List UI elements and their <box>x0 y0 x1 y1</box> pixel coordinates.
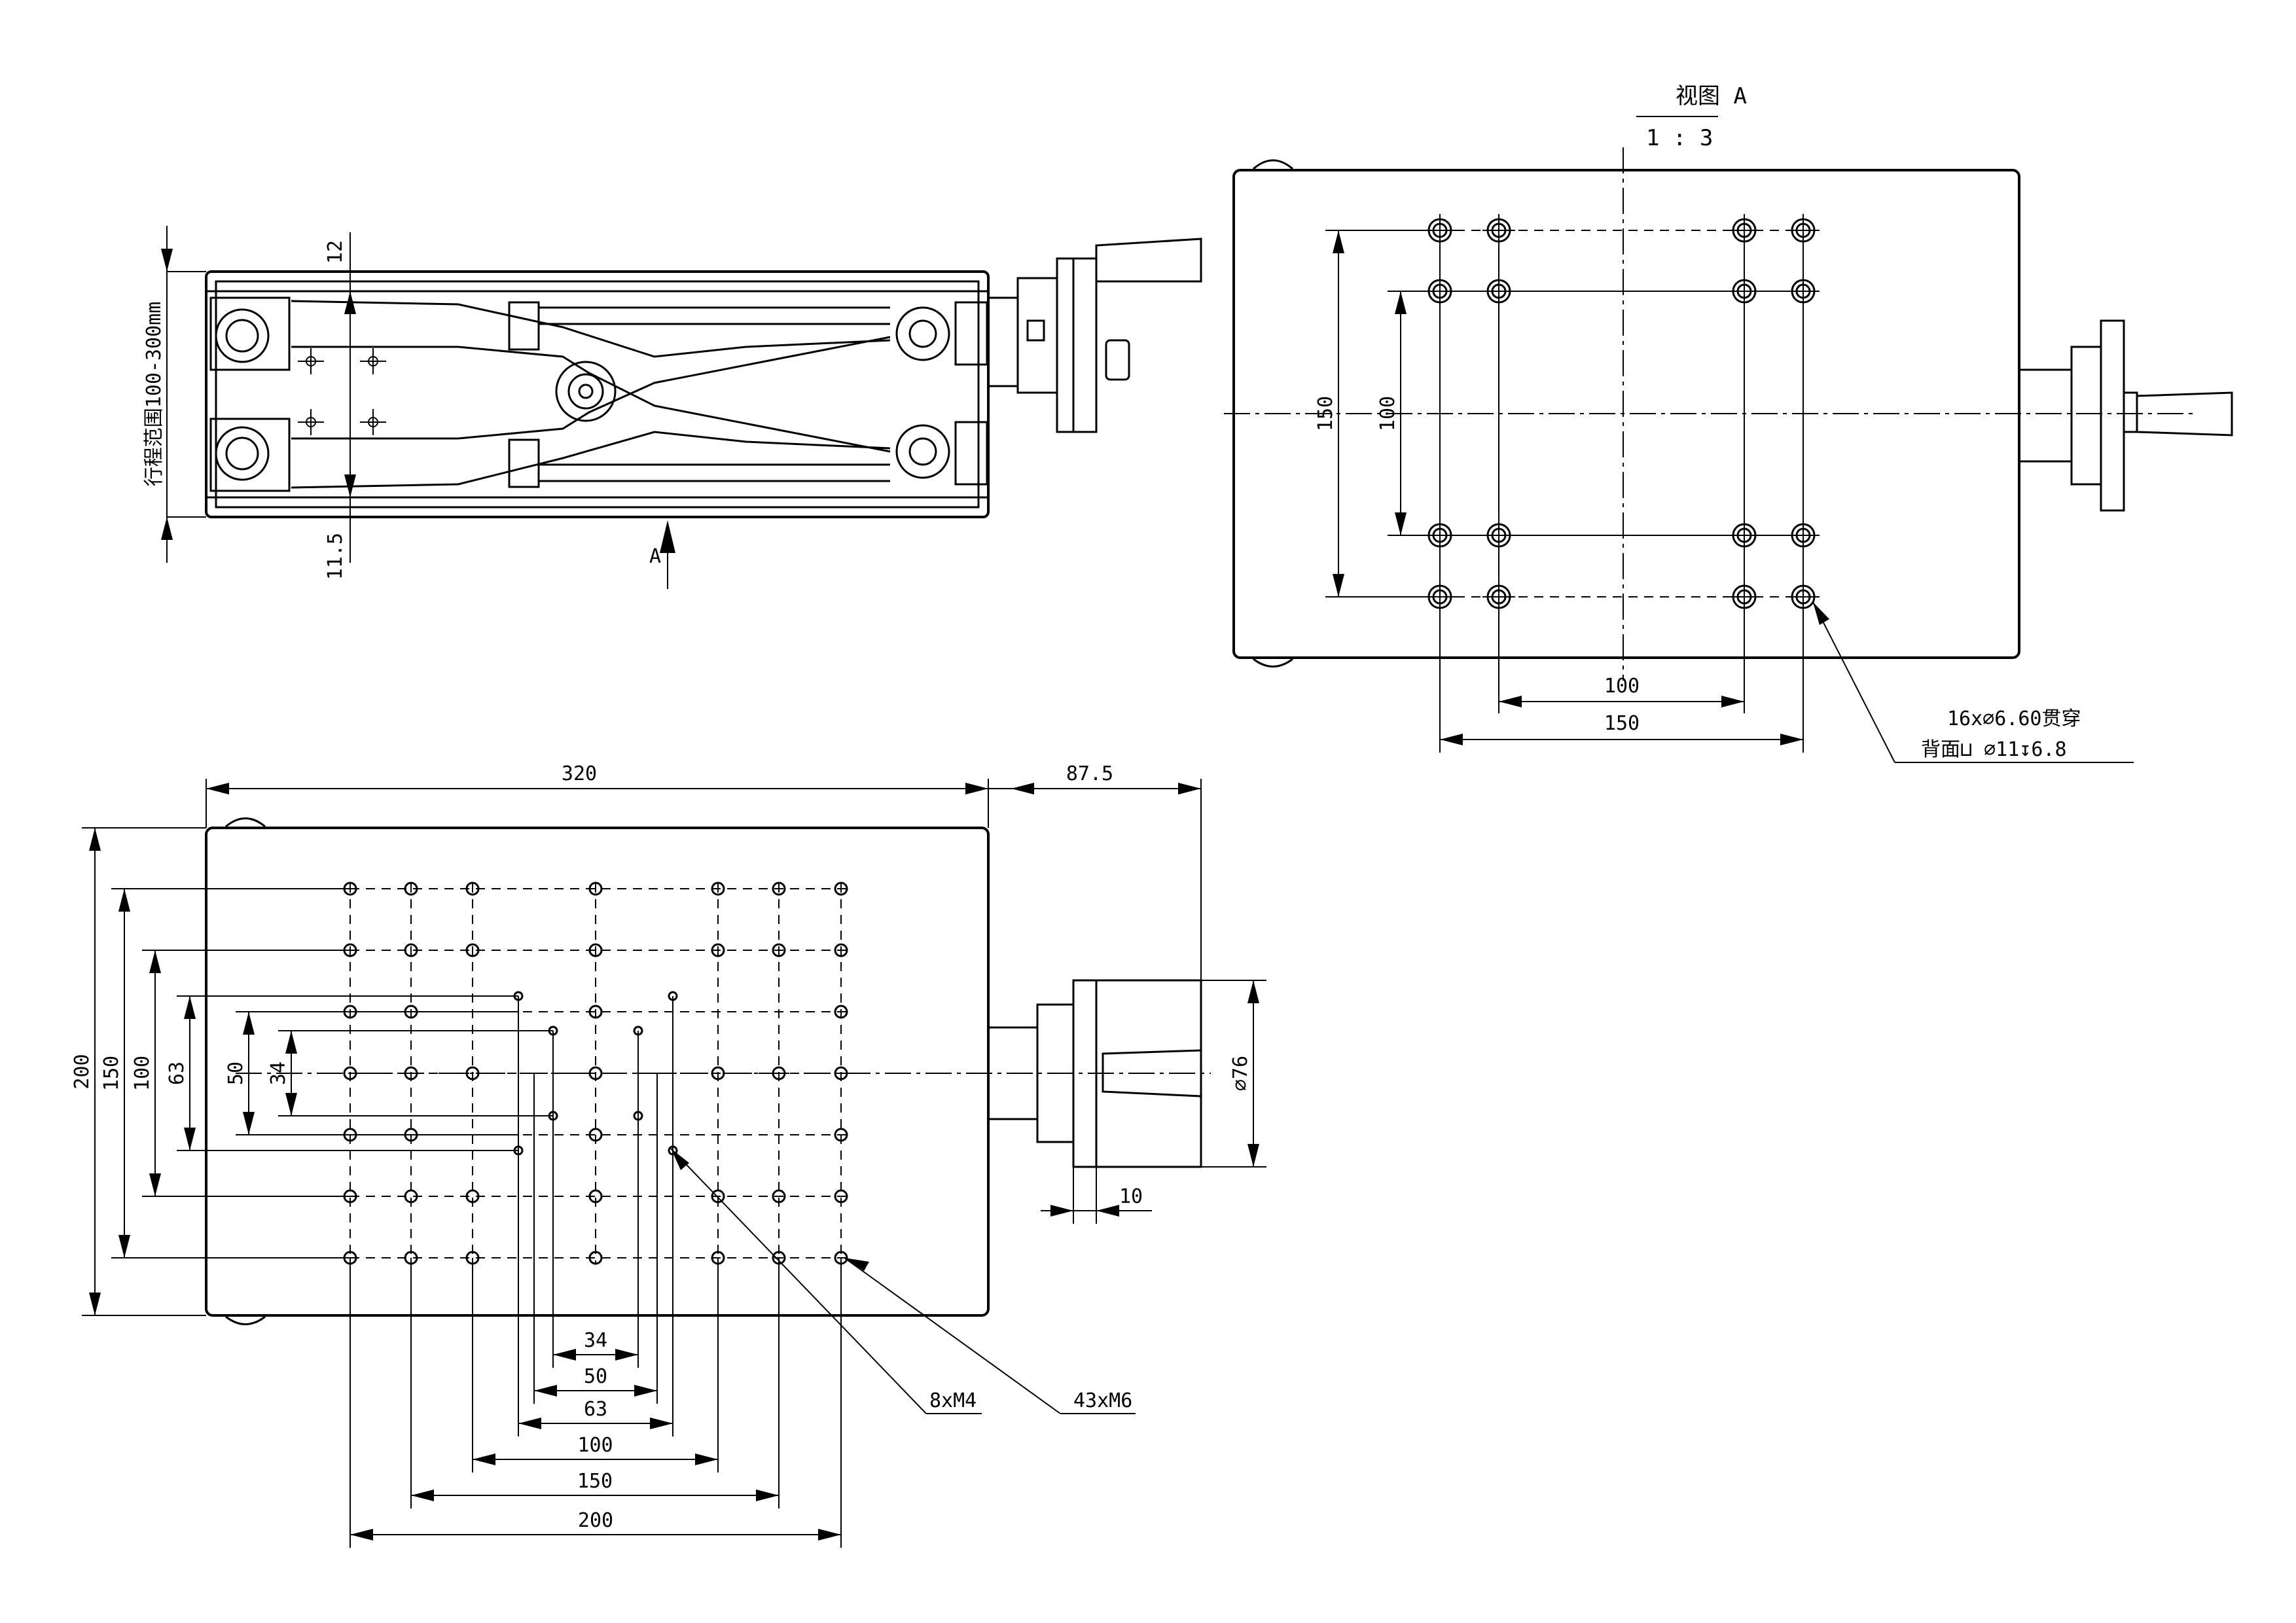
callout-43xm6: 43xM6 <box>1073 1389 1132 1412</box>
view-a-dim-100-h: 100 <box>1604 675 1640 698</box>
view-a-tab-bottom <box>1253 658 1293 668</box>
m6-hole <box>465 1189 480 1204</box>
view-a-dim-100-v: 100 <box>1376 396 1399 431</box>
left-bottom-block <box>209 418 291 492</box>
top-view: 320 87.5 ∅76 10 200 150 100 63 50 34 34 50 63 10… <box>71 762 1266 1548</box>
callout-8xm4: 8xM4 <box>929 1389 977 1412</box>
side-bearing-block <box>987 296 1019 387</box>
view-a-hole-note-2: 背面⊔ ∅11↧6.8 <box>1921 738 2067 761</box>
dim-320: 320 <box>562 762 597 785</box>
m6-hole <box>711 943 725 957</box>
m6-hole <box>772 882 786 896</box>
m6-hole <box>588 1005 603 1019</box>
scissor-arm-upper <box>291 300 891 358</box>
m6-hole <box>465 943 480 957</box>
m6-hole <box>404 943 418 957</box>
side-inner-frame <box>215 280 980 508</box>
view-a-title: 视图 A <box>1676 83 1747 109</box>
m6-hole <box>772 943 786 957</box>
dim-dia-76: ∅76 <box>1229 1056 1252 1091</box>
side-view: 行程范围100-300mm 12 11.5 A <box>143 226 1202 589</box>
stroke-range-label: 行程范围100-300mm <box>143 302 166 487</box>
m6-hole <box>588 943 603 957</box>
scissor-arm-lower <box>291 431 891 489</box>
m6-hole <box>772 1066 786 1080</box>
m6-hole <box>588 1189 603 1204</box>
view-a-arrow <box>660 520 675 553</box>
m6-hole <box>834 1005 848 1019</box>
dim-50-v: 50 <box>224 1061 247 1085</box>
top-view-horizontal-dims: 34 50 63 100 150 200 <box>350 996 842 1548</box>
view-a-scale: 1 : 3 <box>1646 125 1713 151</box>
m6-hole <box>834 1066 848 1080</box>
dim-34-v: 34 <box>267 1061 290 1085</box>
view-a-dim-150-v: 150 <box>1314 396 1337 431</box>
top-view-body <box>205 827 990 1317</box>
left-top-block <box>209 296 291 371</box>
pivot-right-bottom <box>895 424 950 479</box>
m6-hole <box>711 882 725 896</box>
side-flange <box>1056 257 1075 433</box>
m6-hole <box>465 1066 480 1080</box>
m6-hole <box>588 1128 603 1142</box>
dim-12: 12 <box>324 240 347 264</box>
m6-hole <box>465 882 480 896</box>
dim-150-h: 150 <box>577 1470 613 1493</box>
dim-10: 10 <box>1119 1185 1143 1208</box>
dim-200-v: 200 <box>71 1054 94 1089</box>
top-view-grid-lines <box>350 883 851 1263</box>
m6-hole <box>588 1251 603 1265</box>
m6-hole <box>834 1128 848 1142</box>
dim-100-v: 100 <box>131 1056 154 1091</box>
view-a-tab-top <box>1253 159 1293 170</box>
pivot-left-top <box>215 308 270 363</box>
dim-11-5: 11.5 <box>324 533 347 580</box>
pivot-right-top <box>895 306 950 361</box>
dim-100-h: 100 <box>577 1434 613 1457</box>
pivot-center <box>555 361 617 422</box>
m6-hole <box>711 1189 725 1204</box>
top-view-handle <box>1102 1049 1202 1097</box>
dim-50-h: 50 <box>584 1365 607 1388</box>
side-outer-frame <box>205 270 990 518</box>
m6-hole <box>834 882 848 896</box>
m6-hole <box>588 1066 603 1080</box>
slider-bottom-left <box>508 438 540 488</box>
scissor-arm-upper-b <box>291 346 891 453</box>
view-a-dim-150-h: 150 <box>1604 712 1640 735</box>
top-view-tab-top <box>225 817 266 828</box>
pivot-left-bottom <box>215 426 270 481</box>
side-handle <box>1095 238 1202 283</box>
dim-34-h: 34 <box>584 1329 607 1352</box>
view-a-hole-note-1: 16x∅6.60贯穿 <box>1947 707 2081 730</box>
view-a-flange <box>2100 319 2125 512</box>
dim-150-v: 150 <box>100 1056 123 1091</box>
view-a: 视图 A 1 : 3 150 100 100 <box>1224 83 2233 763</box>
top-view-tab-bottom <box>225 1315 266 1325</box>
m6-hole <box>404 1189 418 1204</box>
m6-hole <box>772 1189 786 1204</box>
dim-87-5: 87.5 <box>1066 762 1113 785</box>
m6-hole <box>834 1189 848 1204</box>
view-a-handle <box>2136 391 2233 437</box>
m6-hole <box>404 882 418 896</box>
view-a-arrow-label: A <box>649 545 661 568</box>
view-a-bearing <box>2070 346 2102 486</box>
dim-63-v: 63 <box>166 1061 188 1085</box>
m6-hole <box>404 1066 418 1080</box>
m6-hole <box>343 1066 357 1080</box>
scissor-arm-lower-b <box>291 336 891 440</box>
dim-63-h: 63 <box>584 1398 607 1421</box>
m6-hole <box>711 1066 725 1080</box>
dim-200-h: 200 <box>578 1509 613 1532</box>
m6-hole <box>588 882 603 896</box>
slider-top-left <box>508 301 540 351</box>
top-view-vertical-dims: 200 150 100 63 50 34 <box>71 827 553 1316</box>
side-lock-knob <box>1105 339 1130 381</box>
m6-hole <box>834 943 848 957</box>
